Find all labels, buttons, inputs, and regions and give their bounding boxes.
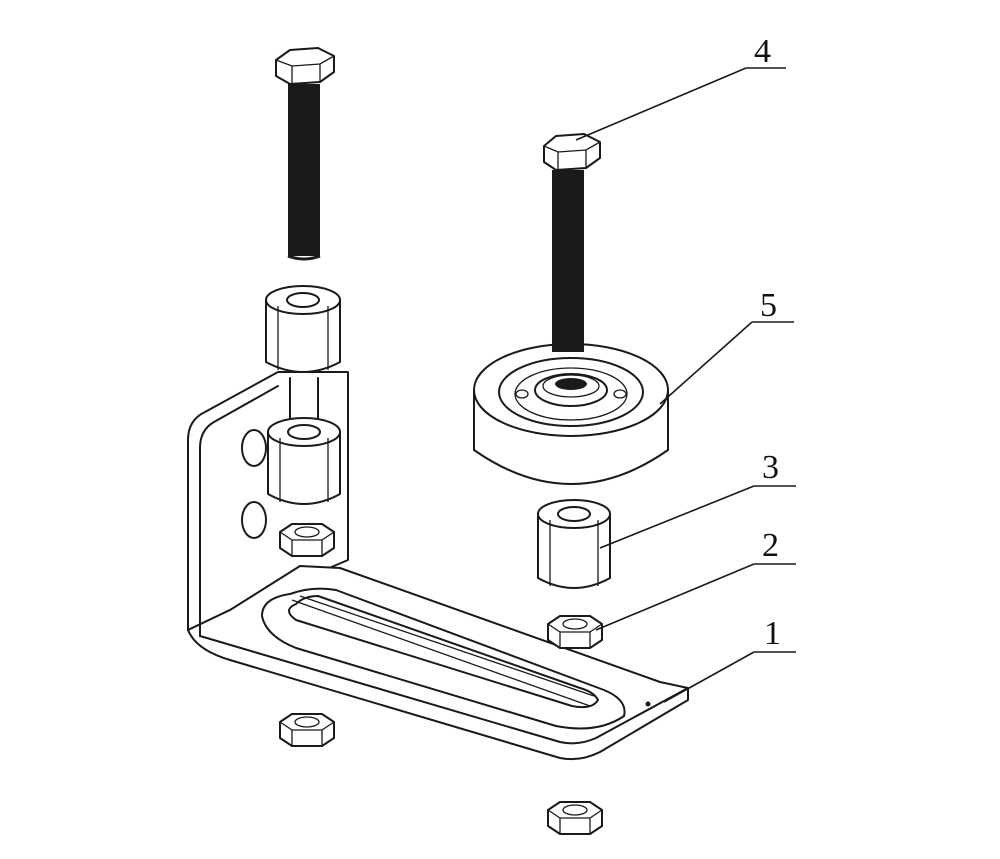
callout-3-label: 3: [762, 449, 779, 486]
nut-bottom-right: [547, 801, 603, 835]
callout-5: 5: [659, 287, 794, 405]
left-lower-spacer: [267, 417, 341, 505]
callout-1: 1: [663, 615, 796, 703]
nut-lower-left: [279, 713, 335, 747]
callout-2: 2: [595, 527, 796, 631]
left-upper-spacer: [265, 285, 341, 373]
callout-5-label: 5: [760, 287, 777, 324]
callout-2-label: 2: [762, 527, 779, 564]
callout-4: 4: [575, 33, 786, 141]
nut-right-part-2: [547, 615, 603, 649]
roller-wheel-part-5: [473, 343, 669, 485]
callout-4-label: 4: [754, 33, 771, 70]
right-bolt-part-4: [543, 133, 601, 352]
callout-1-label: 1: [764, 615, 781, 652]
left-bolt: [275, 47, 335, 261]
right-spacer-part-3: [537, 499, 611, 589]
callout-3: 3: [599, 449, 796, 549]
nut-upper-left: [279, 523, 335, 557]
